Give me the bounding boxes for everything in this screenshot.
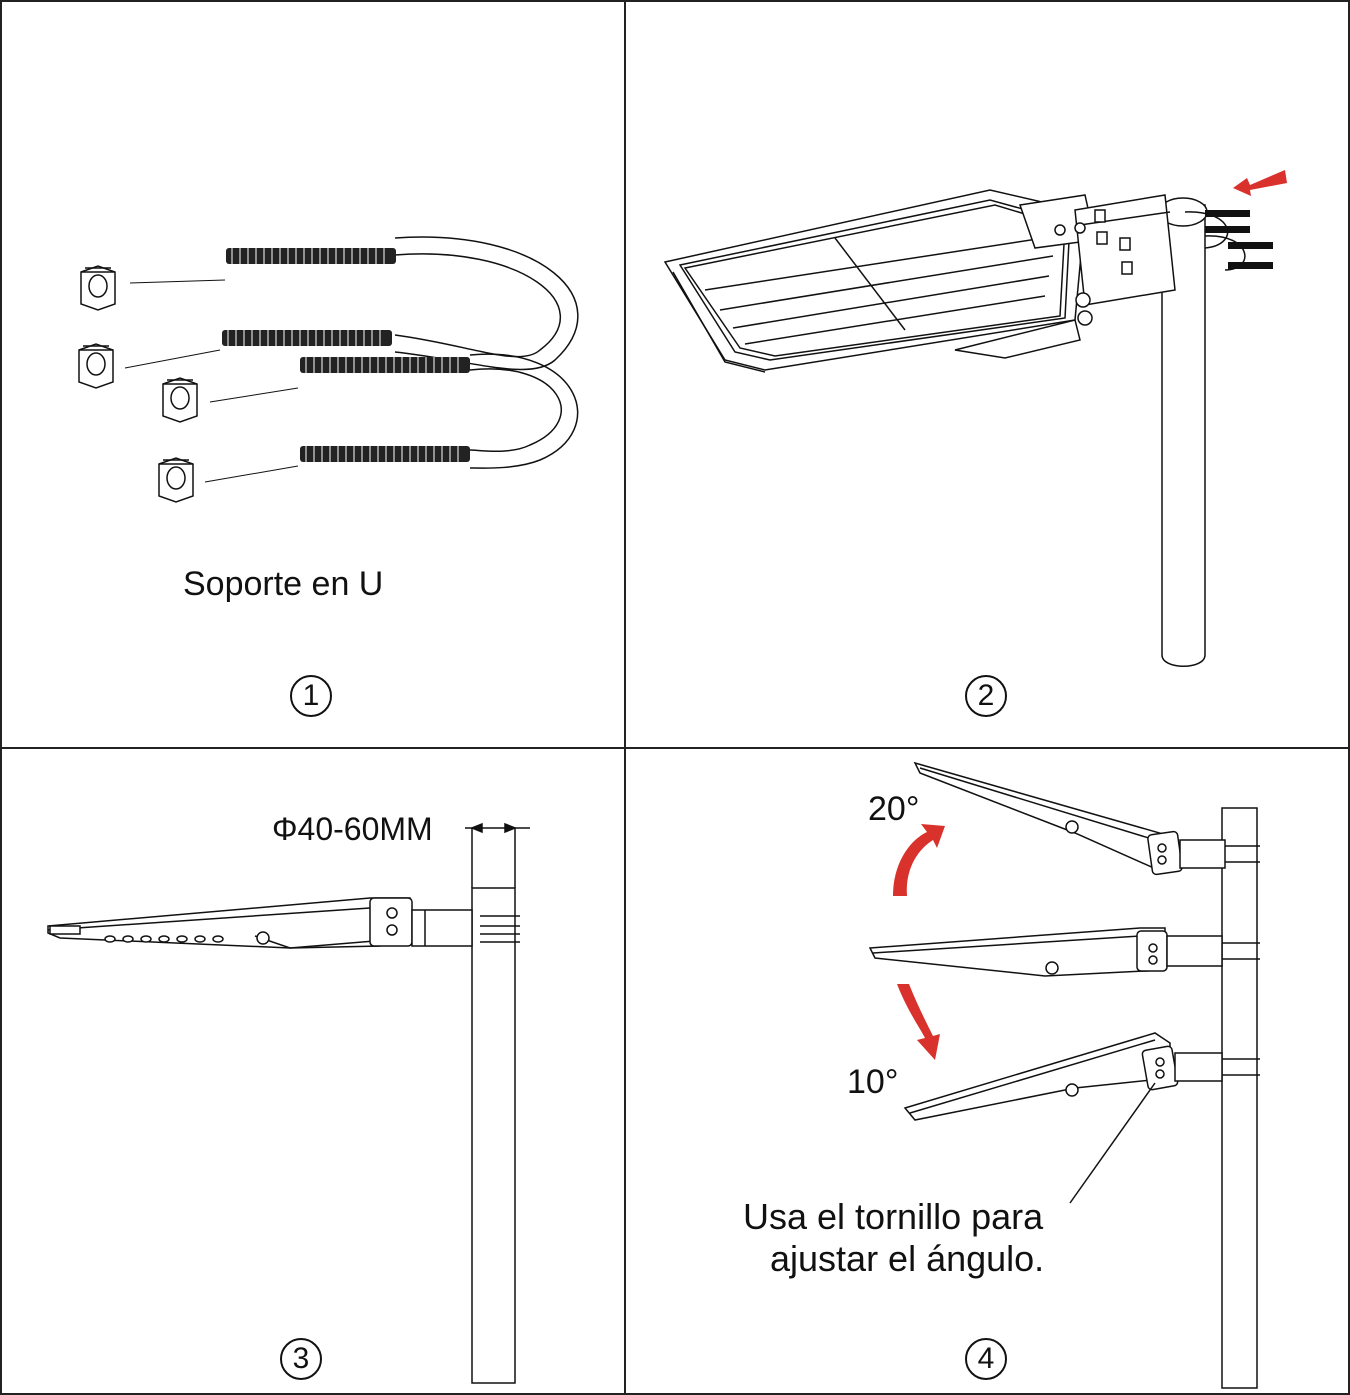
u-bolt-illustration [78,236,579,503]
lamp-body-side [47,897,411,949]
tilt-down-arrow [897,984,940,1060]
step-number-3: 3 [280,1338,322,1380]
step-number-4: 4 [965,1338,1007,1380]
threaded-rods [222,248,470,462]
lamp-tilted-down [903,1032,1260,1121]
adjust-note-line2: ajustar el ángulo. [770,1238,1045,1279]
u-bracket-caption: Soporte en U [183,565,384,603]
step-number-1: 1 [290,675,332,717]
side-view-illustration [47,822,530,1384]
street-light-install-illustration [663,170,1287,667]
panel-3: Φ40-60MM 3 [0,748,625,1395]
insert-direction-arrow [1233,170,1287,196]
u-bolts-on-pole [1184,210,1273,271]
angle-up-label: 20° [868,790,920,828]
panel-1: Soporte en U 1 [0,0,625,748]
step-number-2: 2 [965,675,1007,717]
lamp-level [868,927,1260,977]
nuts [78,265,198,503]
angle-adjustment-illustration [868,761,1260,1389]
tilt-up-arrow [893,824,945,896]
adjust-note-line1: Usa el tornillo para [743,1196,1044,1237]
panel-2: 2 [625,0,1350,748]
angle-down-label: 10° [847,1063,899,1101]
lamp-tilted-up [913,761,1260,876]
panel-4: 20° 10° Usa el tornillo para ajustar el … [625,748,1350,1395]
pole-diameter-label: Φ40-60MM [272,811,433,847]
